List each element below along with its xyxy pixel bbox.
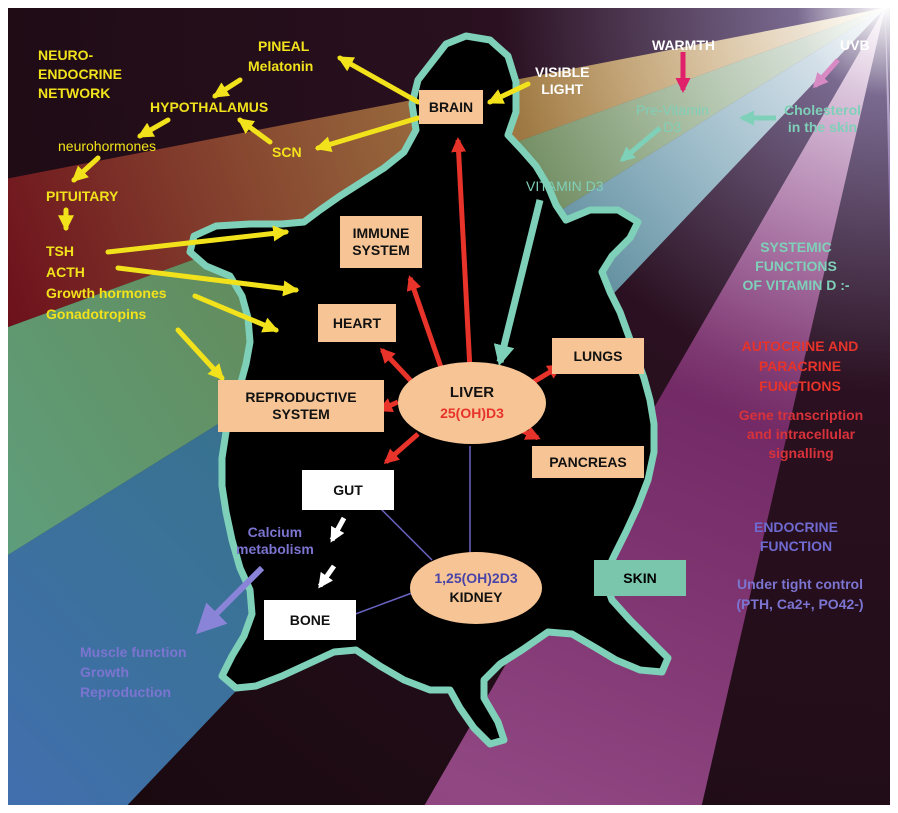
melatonin-label: Melatonin <box>248 58 314 74</box>
arrow-scn-to-hypothalamus <box>237 117 273 145</box>
arrow-uvb <box>813 58 840 89</box>
bone-box: BONE <box>264 600 356 640</box>
gene-transcription-label: Gene transcription and intracellular sig… <box>738 407 864 461</box>
arrow-kidney-to-bone <box>349 589 421 617</box>
hormone-acth: ACTH <box>46 264 85 280</box>
tight-control-label: Under tight control <box>737 576 863 592</box>
arrow-liver-to-gut <box>383 432 420 464</box>
arrow-growth-hormones <box>192 293 279 333</box>
bone-label: BONE <box>289 611 331 628</box>
visible-light-label: VISIBLE LIGHT <box>535 64 590 97</box>
arrow-calcium-to-bone <box>317 564 337 589</box>
arrow-vitamin-to-liver <box>493 199 544 367</box>
arrow-kidney-to-gut <box>377 505 433 561</box>
liver-compound-label: 25(OH)D3 <box>440 405 504 421</box>
arrow-light-to-brain <box>487 81 531 105</box>
kidney-compound-label: 1,25(OH)2D3 <box>434 570 518 586</box>
gut-label: GUT <box>333 481 363 498</box>
lungs-box: LUNGS <box>552 338 644 374</box>
pineal-label: PINEAL <box>258 38 310 54</box>
reproductive-system-label: REPRODUCTIVE SYSTEM <box>245 389 357 422</box>
brain-label: BRAIN <box>428 98 474 115</box>
cholesterol-label: Cholesterol in the skin <box>784 102 862 135</box>
arrow-liver-to-immune <box>406 275 447 377</box>
reproductive-system-box: REPRODUCTIVE SYSTEM <box>218 380 384 432</box>
skin-label: SKIN <box>623 569 657 586</box>
kidney-label: KIDNEY <box>449 589 503 605</box>
arrow-liver-to-heart <box>379 347 414 384</box>
kidney-oval: 1,25(OH)2D3 KIDNEY <box>410 552 542 624</box>
autocrine-paracrine-label: AUTOCRINE AND PARACRINE FUNCTIONS <box>741 338 859 394</box>
arrow-brain-to-pineal <box>337 55 421 105</box>
arrow-calcium-to-muscle <box>195 565 265 635</box>
liver-label: LIVER <box>449 384 495 401</box>
arrow-gut-to-calcium <box>329 516 347 543</box>
vitamin-d3-label: VITAMIN D3 <box>526 178 604 194</box>
hormone-gonadotropins: Gonadotropins <box>46 306 147 322</box>
pancreas-label: PANCREAS <box>549 453 627 470</box>
skin-box: SKIN <box>594 560 686 596</box>
pancreas-box: PANCREAS <box>532 446 644 478</box>
neurohormones-label: neurohormones <box>58 138 157 154</box>
uvb-label: UVB <box>840 37 870 53</box>
systemic-functions-label: SYSTEMIC FUNCTIONS OF VITAMIN D :- <box>742 239 850 293</box>
scn-label: SCN <box>272 144 302 160</box>
heart-box: HEART <box>318 304 396 342</box>
hormone-growth: Growth hormones <box>46 285 167 301</box>
lungs-label: LUNGS <box>573 347 623 364</box>
tight-control-formula: (PTH, Ca2+, PO42-) <box>736 596 864 612</box>
arrow-previtamin-to-vitamin <box>619 126 662 162</box>
arrow-acth <box>115 265 300 297</box>
liver-oval: LIVER 25(OH)D3 <box>398 362 546 444</box>
pituitary-label: PITUITARY <box>46 188 119 204</box>
outcomes-label: Muscle function Growth Reproduction <box>80 644 187 700</box>
warmth-label: WARMTH <box>652 37 715 53</box>
arrow-gonadotropins <box>175 327 225 381</box>
neuroendocrine-arrows <box>57 55 531 381</box>
calcium-metabolism-label: Calcium metabolism <box>236 524 314 557</box>
arrow-liver-to-brain <box>451 137 473 371</box>
arrow-hypothalamus-to-neurohormones <box>137 117 171 139</box>
endocrine-function-label: ENDOCRINE FUNCTION <box>753 519 838 554</box>
arrow-neurohormones-to-pituitary <box>71 155 101 183</box>
arrow-tsh <box>105 225 290 255</box>
hypothalamus-label: HYPOTHALAMUS <box>150 99 269 115</box>
arrow-pineal-to-hypothalamus <box>212 77 243 99</box>
pre-vitamin-d3-label: Pre-Vitamin D3 <box>636 102 709 135</box>
heart-label: HEART <box>332 314 382 331</box>
immune-system-label: IMMUNE SYSTEM <box>352 225 410 258</box>
arrow-brain-to-scn <box>314 115 421 152</box>
immune-system-box: IMMUNE SYSTEM <box>340 216 422 268</box>
brain-box: BRAIN <box>419 90 483 124</box>
neuroendocrine-network-label: NEURO- ENDOCRINE NETWORK <box>38 47 123 101</box>
hormone-tsh: TSH <box>46 243 74 259</box>
gut-box: GUT <box>302 470 394 510</box>
